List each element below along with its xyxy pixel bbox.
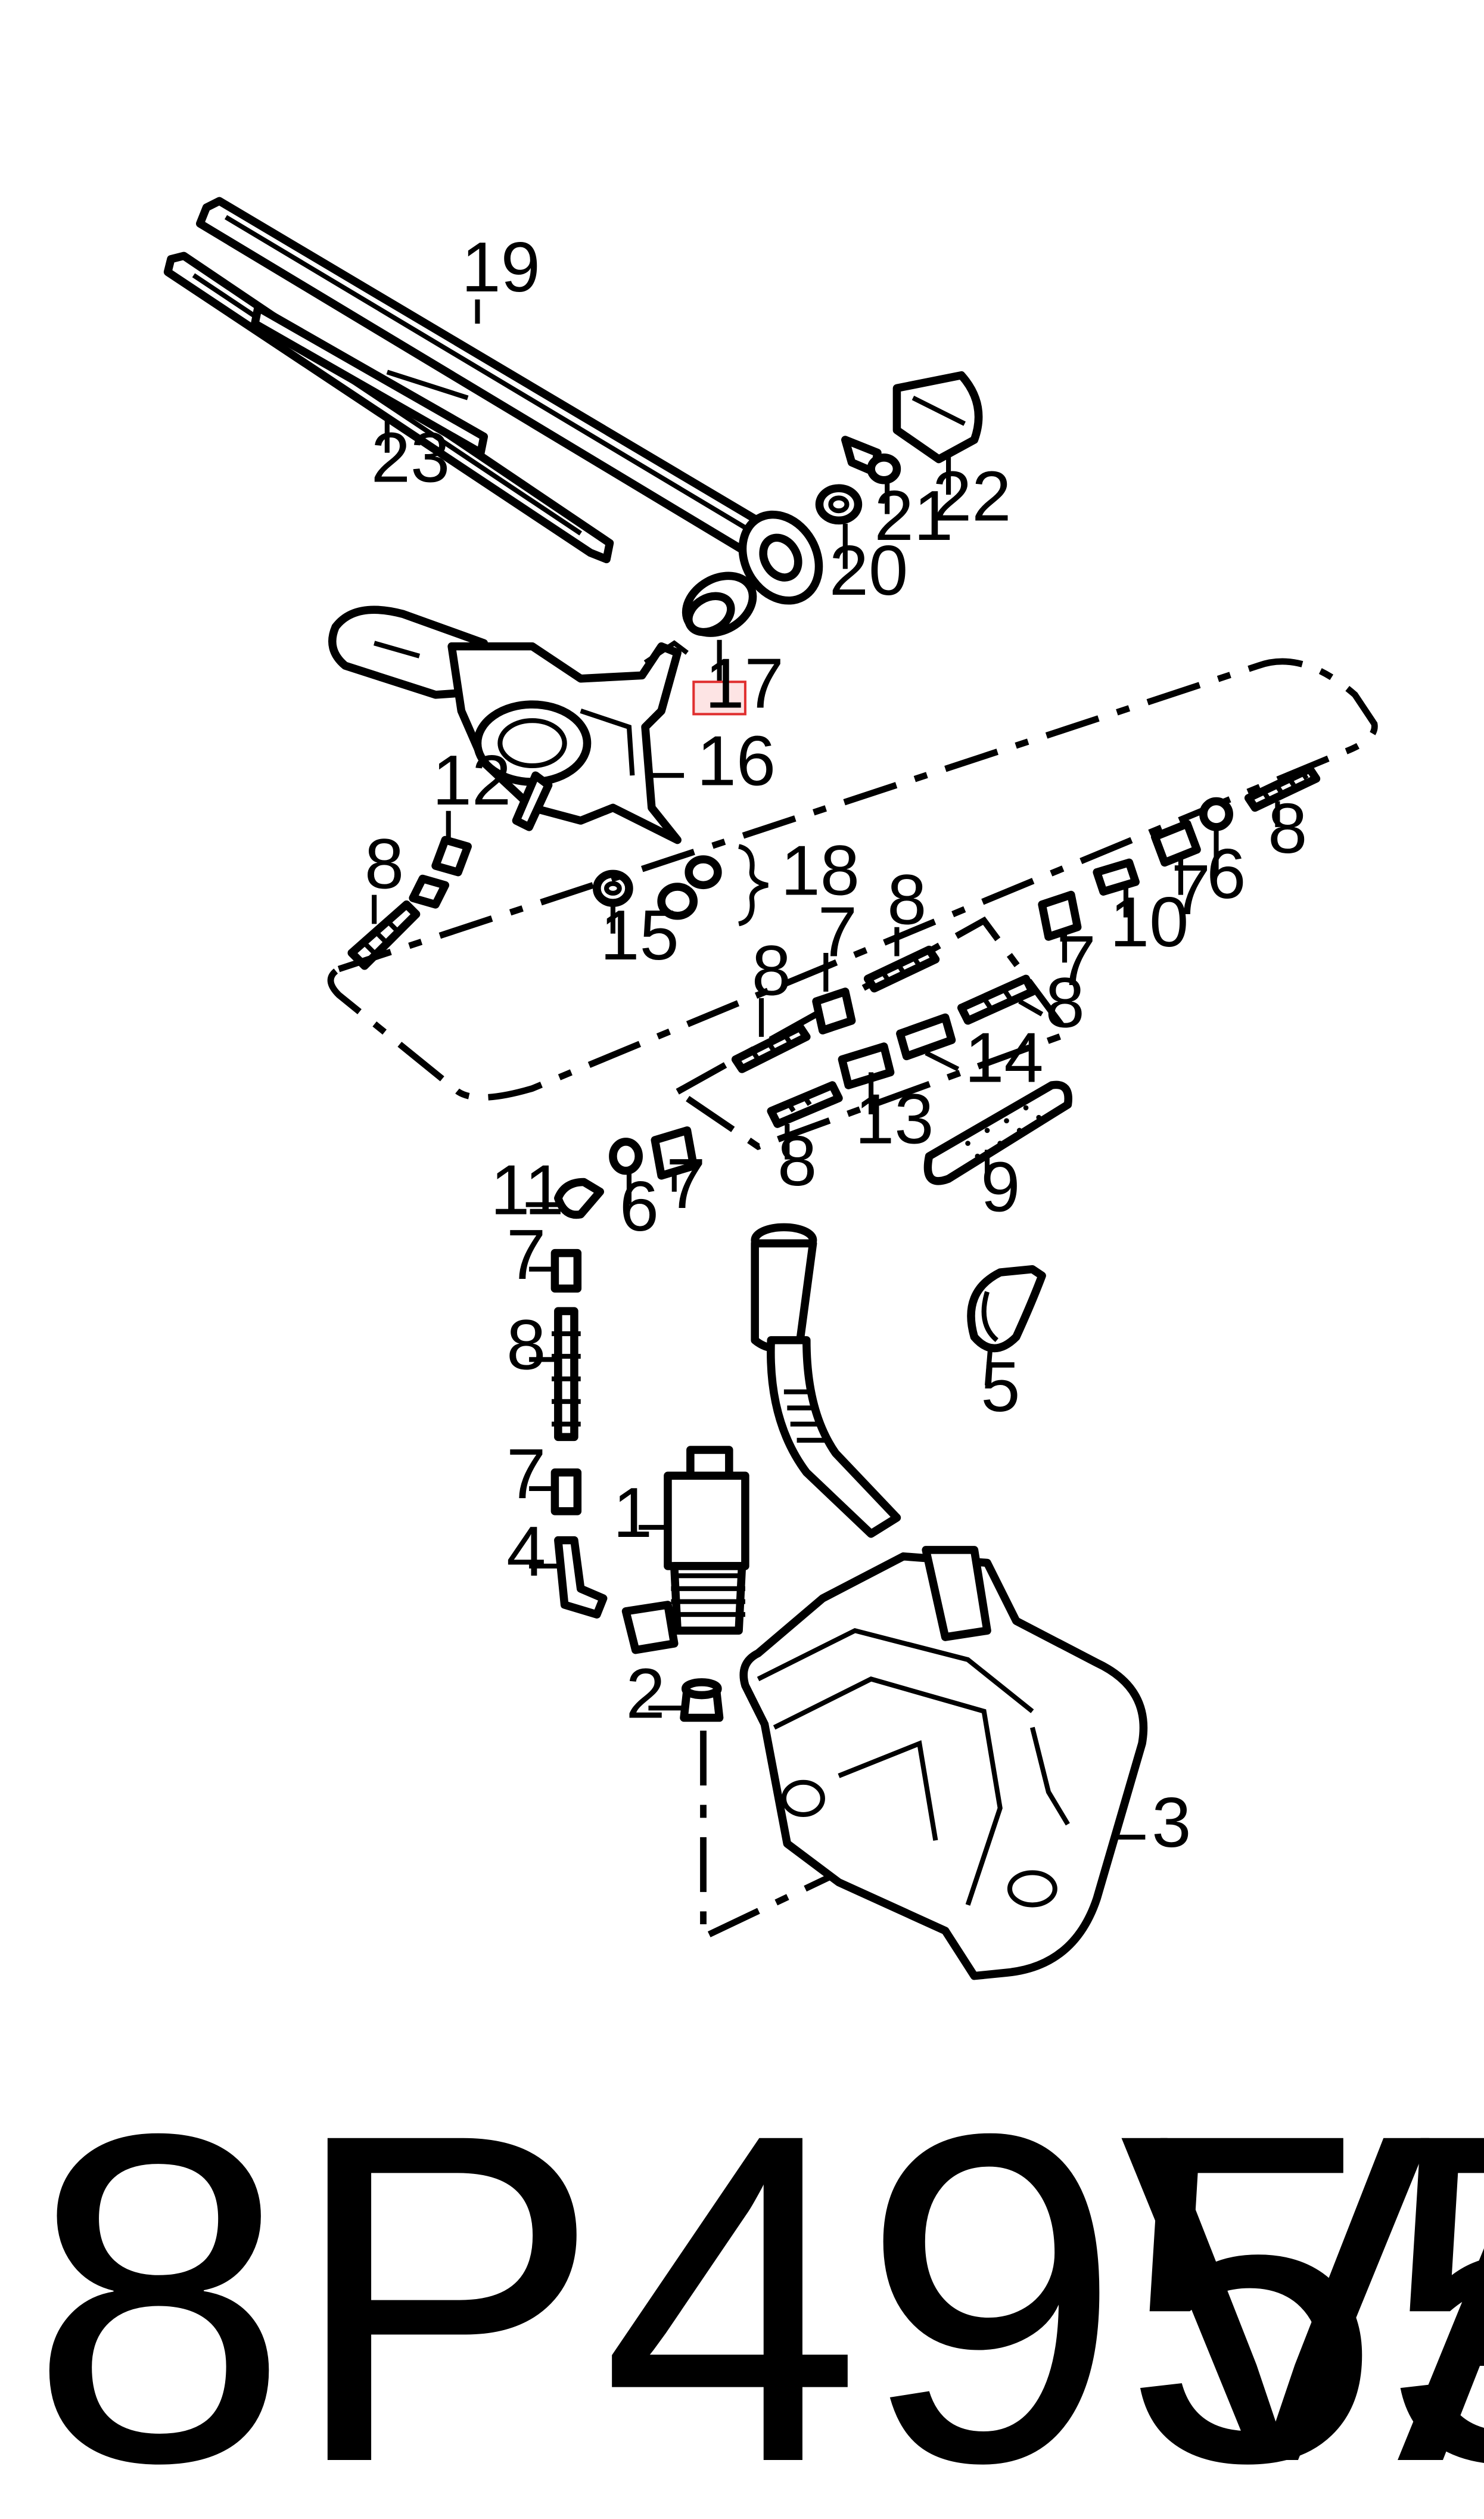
- part-number: 8P4955758A: [29, 2037, 1484, 2519]
- label-10[interactable]: 10: [1110, 883, 1189, 962]
- washer-pump: [621, 1446, 749, 1654]
- label-7[interactable]: 7: [1171, 850, 1211, 930]
- label-8[interactable]: 8: [1268, 789, 1307, 868]
- check-valve-fitting: [409, 835, 472, 909]
- label-14[interactable]: 14: [965, 1018, 1044, 1098]
- label-6[interactable]: 6: [620, 1167, 659, 1246]
- label-3[interactable]: 3: [1152, 1783, 1191, 1862]
- pump-grommet: [680, 1678, 724, 1722]
- label-5[interactable]: 5: [981, 1347, 1020, 1427]
- foam-sleeve: [923, 1080, 1072, 1185]
- label-8[interactable]: 8: [752, 931, 791, 1010]
- label-9[interactable]: 9: [981, 1147, 1020, 1226]
- label-23[interactable]: 23: [371, 418, 450, 497]
- wiper-motor: [328, 605, 689, 844]
- label-8[interactable]: 8: [506, 1306, 546, 1385]
- bushings-18: [657, 855, 722, 920]
- hose-clip: [967, 1265, 1046, 1353]
- hose-run-left: [550, 1126, 698, 1619]
- part-labels: 19 23 22 21 20 17 16 12 8 15 18 8 6 7 10…: [365, 228, 1308, 1862]
- wiper-arm: [195, 197, 823, 605]
- cap-screw: [841, 436, 901, 484]
- label-12[interactable]: 12: [433, 741, 512, 820]
- label-8[interactable]: 8: [777, 1122, 817, 1201]
- label-19[interactable]: 19: [461, 228, 540, 307]
- wiper-blade: [163, 251, 614, 564]
- boundary-hose-area: [327, 658, 1378, 1101]
- label-6[interactable]: 6: [1206, 834, 1246, 914]
- label-7[interactable]: 7: [506, 1215, 546, 1294]
- label-13[interactable]: 13: [855, 1080, 934, 1159]
- label-2[interactable]: 2: [626, 1654, 665, 1733]
- brand-name: VAG: [1119, 2037, 1484, 2519]
- label-16[interactable]: 16: [697, 721, 776, 800]
- label-18[interactable]: 18: [780, 831, 860, 911]
- label-15[interactable]: 15: [600, 896, 679, 975]
- label-7[interactable]: 7: [818, 892, 857, 971]
- label-4[interactable]: 4: [506, 1512, 546, 1591]
- label-21[interactable]: 21: [875, 476, 954, 555]
- grommet-seal: [682, 571, 757, 637]
- label-8[interactable]: 8: [1046, 964, 1085, 1043]
- label-22[interactable]: 22: [932, 456, 1012, 536]
- label-8[interactable]: 8: [365, 825, 404, 904]
- label-1[interactable]: 1: [613, 1473, 652, 1552]
- label-7[interactable]: 7: [1056, 921, 1096, 1001]
- label-8[interactable]: 8: [887, 860, 926, 939]
- label-11[interactable]: 11: [490, 1151, 564, 1230]
- label-7[interactable]: 7: [666, 1144, 705, 1223]
- label-17[interactable]: 17: [705, 644, 784, 723]
- cap: [892, 371, 983, 464]
- highlight-box-17: [692, 681, 746, 716]
- label-20[interactable]: 20: [829, 531, 909, 610]
- filler-neck: [751, 1223, 901, 1538]
- hose-chain-upper: [731, 765, 1321, 1128]
- leader-lines: [372, 299, 1280, 1840]
- label-7[interactable]: 7: [506, 1434, 546, 1514]
- hex-nut: [815, 484, 863, 525]
- washer-reservoir: [739, 1546, 1148, 1980]
- nut-15: [593, 869, 633, 907]
